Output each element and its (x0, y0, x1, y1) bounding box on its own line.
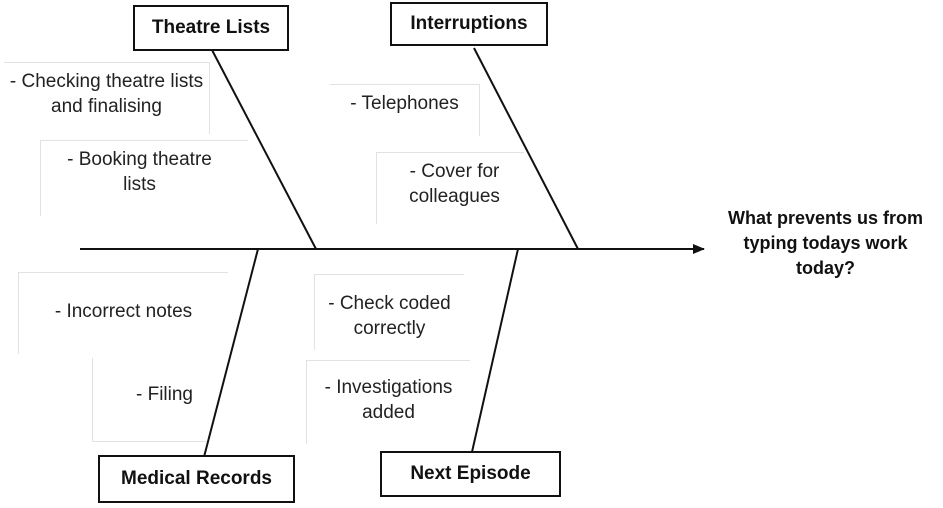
cause-telephones: - Telephones (330, 84, 480, 136)
bone-medical-records (203, 248, 259, 458)
cause-incorrect-notes: - Incorrect notes (18, 272, 228, 354)
cause-booking-theatre-lists: - Booking theatre lists (40, 140, 248, 216)
category-title: Medical Records (121, 468, 272, 489)
cause-cover-for-colleagues: - Cover for colleagues (376, 152, 524, 224)
cause-checking-theatre-lists: - Checking theatre lists and finalising (4, 62, 210, 134)
effect-statement: What prevents us from typing todays work… (727, 208, 924, 278)
category-title: Interruptions (410, 13, 528, 34)
category-next-episode: Next Episode (380, 451, 561, 497)
bone-next-episode (471, 248, 519, 453)
category-medical-records: Medical Records (98, 455, 295, 503)
bone-interruptions (473, 47, 579, 250)
cause-check-coded-correctly: - Check coded correctly (314, 274, 464, 350)
category-title: Theatre Lists (151, 17, 271, 38)
cause-investigations-added: - Investigations added (306, 360, 470, 444)
bone-theatre-lists (211, 49, 317, 250)
cause-filing: - Filing (92, 358, 206, 442)
category-theatre-lists: Theatre Lists (133, 5, 289, 51)
category-interruptions: Interruptions (390, 2, 548, 46)
category-title: Next Episode (410, 463, 531, 484)
